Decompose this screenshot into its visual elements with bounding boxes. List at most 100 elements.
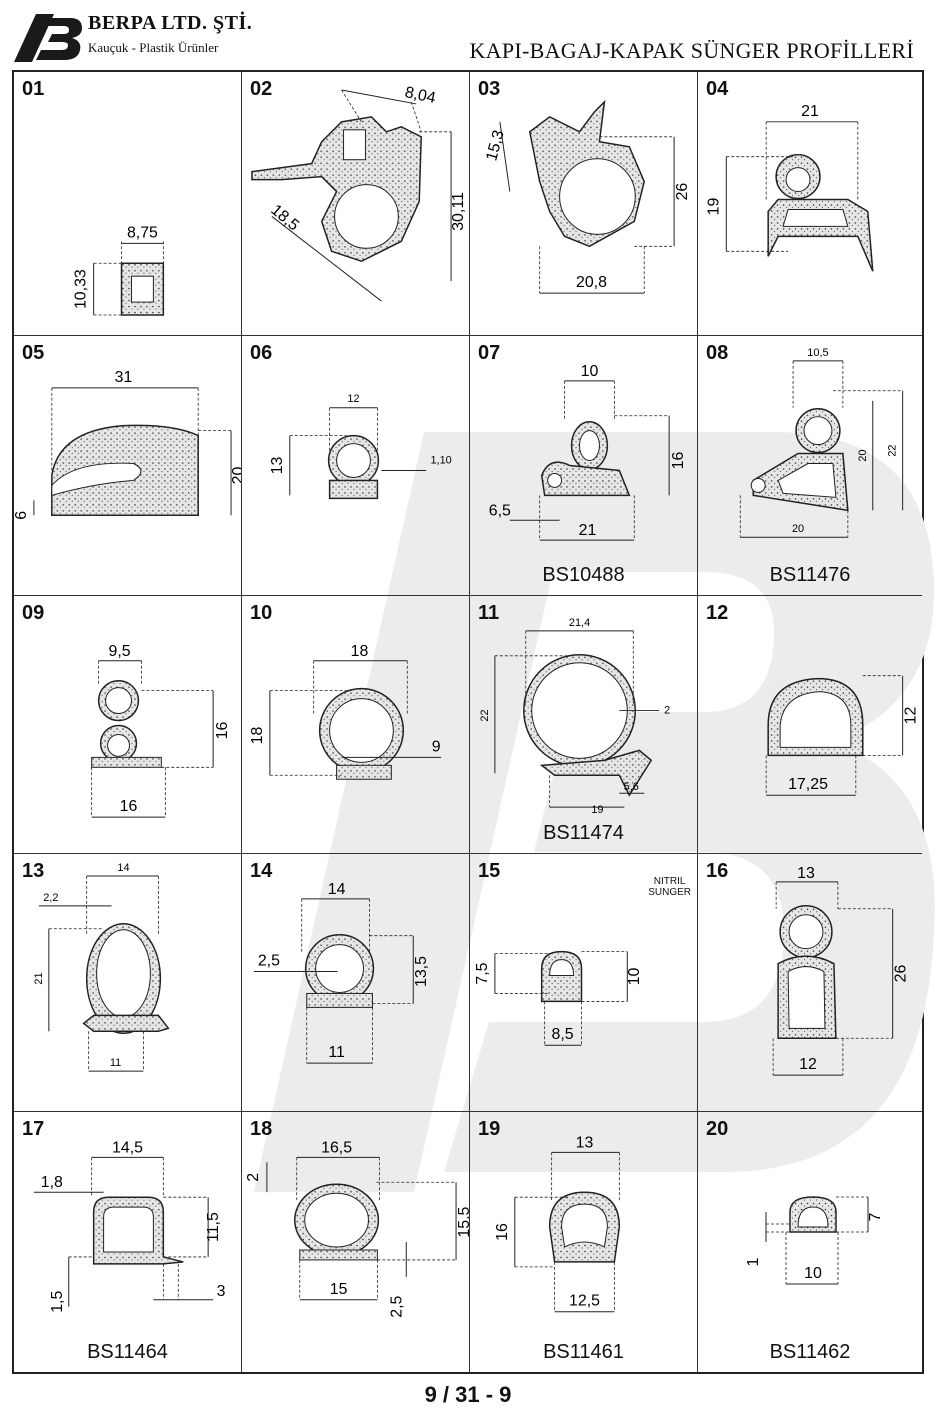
dimension-label: 15: [330, 1281, 348, 1298]
profile-number: 14: [250, 860, 273, 882]
dimension-label: 2: [245, 1173, 262, 1182]
dimension-label: 20: [230, 466, 241, 484]
profile-drawing: 14 2,2 21 11: [33, 862, 170, 1072]
profile-number: 19: [478, 1118, 501, 1140]
dimension-label: 22: [479, 709, 491, 721]
profile-number: 13: [22, 860, 45, 882]
dimension-label: 1: [745, 1257, 762, 1266]
dimension-label: 5,6: [624, 781, 639, 793]
dimension-label: 10,33: [73, 269, 90, 309]
profile-code: BS11476: [769, 564, 851, 586]
dimension-label: 8,5: [552, 1026, 574, 1043]
profile-number: 09: [22, 602, 45, 624]
dimension-label: 12: [347, 393, 359, 405]
profile-number: 12: [706, 602, 729, 624]
dimension-label: 2,5: [388, 1296, 405, 1318]
dimension-label: 20,8: [576, 274, 607, 291]
profile-number: 08: [706, 342, 729, 364]
profile-number: 11: [478, 602, 500, 624]
dimension-label: 1,10: [430, 455, 451, 467]
document-title: KAPI-BAGAJ-KAPAK SÜNGER PROFİLLERİ: [469, 38, 914, 63]
profile-cell-06: 06 12 13 1,10: [242, 336, 470, 596]
dimension-label: 2,5: [258, 953, 280, 970]
profile-code: BS11462: [769, 1341, 851, 1363]
dimension-label: 15,3: [483, 128, 507, 162]
dimension-label: 18,5: [267, 202, 302, 235]
dimension-label: 2,2: [43, 892, 58, 904]
profile-code: BS10488: [542, 564, 625, 586]
dimension-label: 12: [903, 707, 920, 725]
profile-number: 06: [250, 342, 273, 364]
dimension-label: 16: [670, 452, 687, 470]
profile-code: BS11464: [87, 1341, 168, 1363]
dimension-label: 16: [214, 721, 231, 739]
profile-code: BS11461: [543, 1341, 624, 1363]
dimension-label: 6,5: [489, 502, 511, 519]
dimension-label: 13: [269, 457, 286, 475]
dimension-label: 22: [887, 444, 899, 456]
profile-number: 01: [22, 78, 45, 100]
dimension-label: 14: [328, 881, 346, 898]
dimension-label: 9,5: [108, 643, 130, 660]
dimension-label: 13: [797, 865, 815, 882]
profile-drawing: 12 13 1,10: [269, 393, 452, 500]
company-subtitle: Kauçuk - Plastik Ürünler: [88, 40, 219, 55]
dimension-label: 1,8: [41, 1174, 63, 1191]
dimension-label: 14: [117, 862, 129, 874]
dimension-label: 6: [14, 511, 30, 520]
dimension-label: 17,25: [788, 776, 828, 793]
dimension-label: 11: [110, 1057, 121, 1069]
profile-number: 07: [478, 342, 501, 364]
dimension-label: 18: [351, 643, 369, 660]
profile-cell-13: 13 14 2,2 21 11: [14, 854, 242, 1112]
profile-drawing: 21 19: [705, 103, 874, 272]
profile-number: 17: [22, 1118, 45, 1140]
dimension-label: 7,5: [474, 962, 491, 984]
dimension-label: 20: [857, 449, 869, 461]
dimension-label: 19: [705, 197, 722, 215]
dimension-label: 20: [792, 523, 804, 535]
dimension-label: 21: [579, 522, 597, 539]
dimension-label: 21: [801, 103, 819, 120]
dimension-label: 31: [115, 369, 133, 386]
profile-number: 16: [706, 860, 729, 882]
dimension-label: 16: [494, 1223, 511, 1241]
profile-number: 18: [250, 1118, 273, 1140]
material-note-line: NITRIL: [653, 876, 686, 887]
dimension-label: 16,5: [321, 1139, 352, 1156]
dimension-label: 26: [893, 965, 910, 983]
dimension-label: 21: [33, 972, 45, 984]
profile-number: 20: [706, 1118, 729, 1140]
profile-number: 15: [478, 860, 501, 882]
dimension-label: 19: [591, 804, 603, 816]
dimension-label: 11: [328, 1044, 345, 1061]
profile-drawing: 31 20 6: [14, 369, 241, 520]
profile-number: 02: [250, 78, 273, 100]
